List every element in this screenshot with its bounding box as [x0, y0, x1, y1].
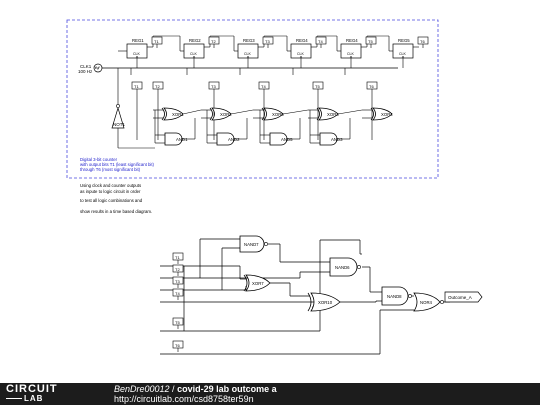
probe-label: T6	[369, 84, 374, 89]
input-probe-label: T4	[175, 291, 180, 296]
register-clk-label: CLK	[133, 52, 140, 56]
register-output-label: T2	[211, 39, 216, 44]
input-probe-label: T6	[175, 343, 180, 348]
and-gate-label: AND3	[331, 137, 343, 142]
probe-label: T5	[315, 84, 320, 89]
nand8-label: NAND8	[387, 294, 402, 299]
xor-gate-label: XOR1	[172, 112, 184, 117]
input-probe-label: T3	[175, 279, 180, 284]
xor-gate-label: XOR3	[327, 112, 339, 117]
probe-label: T1	[134, 84, 139, 89]
nor4-gate[interactable]	[413, 292, 444, 312]
register-clk-label: CLK	[190, 52, 197, 56]
register-output-label: T4	[318, 39, 323, 44]
output-tag[interactable]	[444, 291, 483, 303]
register-output-label: T3	[265, 39, 270, 44]
input-probe-label: T5	[175, 320, 180, 325]
nand7-label: NAND7	[244, 242, 259, 247]
and-gate-label: AND1	[176, 137, 188, 142]
counter-note-line-3: through T6 (most significant bit)	[80, 167, 141, 172]
circuitlab-logo[interactable]: CIRCUIT LAB	[6, 383, 58, 403]
register-label: REG1	[132, 38, 144, 43]
usage-note-line-1: Using clock and counter outputs	[80, 183, 141, 188]
clock-frequency: 100 Hz	[78, 69, 93, 74]
usage-note-line-3: to test all logic combinations and	[80, 198, 143, 203]
credit-line: BenDre00012 / covid-29 lab outcome a	[114, 384, 277, 394]
nand8-gate[interactable]	[381, 286, 412, 306]
register-output-label: T6	[420, 39, 425, 44]
xor10-label: XOR10	[318, 300, 333, 305]
register-label: REG4	[346, 38, 358, 43]
register-clk-label: CLK	[399, 52, 406, 56]
counter-note-line-2: with output bits T1 (least significant b…	[80, 162, 155, 167]
usage-note-line-2: as inpute to logic circuit in order	[80, 189, 141, 194]
xor10-gate[interactable]	[307, 292, 341, 312]
probe-label: T3	[211, 84, 216, 89]
clock-label: CLK1	[80, 64, 92, 69]
register-label: REG5	[398, 38, 410, 43]
footer-bar: CIRCUIT LAB BenDre00012 / covid-29 lab o…	[0, 383, 540, 405]
register-label: REG4	[296, 38, 308, 43]
register-clk-label: CLK	[347, 52, 354, 56]
author-link[interactable]: BenDre00012	[114, 384, 170, 394]
not-gate-label: NOT1	[113, 122, 125, 127]
register-label: REG2	[189, 38, 201, 43]
xor-gate-label: XOR4	[381, 112, 393, 117]
circuit-url[interactable]: http://circuitlab.com/csd8758ter59n	[114, 394, 254, 404]
xor7-label: XOR7	[252, 281, 264, 286]
xor-gate-label: XOR6	[272, 112, 284, 117]
nor4-label: NOR4	[420, 300, 433, 305]
register-output-label: T5	[368, 39, 373, 44]
output-label: Outcome_A	[448, 295, 472, 300]
nand6-gate[interactable]	[329, 257, 361, 277]
clock-source[interactable]	[93, 63, 103, 73]
and-gate-label: AND2	[228, 137, 240, 142]
probe-label: T4	[261, 84, 266, 89]
counter-enclosure	[66, 19, 439, 179]
input-probe-label: T2	[175, 267, 180, 272]
register-label: REG3	[243, 38, 255, 43]
xor-gate-label: XOR2	[220, 112, 232, 117]
nand7-gate[interactable]	[239, 235, 268, 253]
nand6-label: NAND6	[335, 265, 350, 270]
and-gate-label: AND5	[281, 137, 293, 142]
counter-note-line-1: Digital 3-bit counter	[80, 157, 118, 162]
register-clk-label: CLK	[297, 52, 304, 56]
circuit-title[interactable]: covid-29 lab outcome a	[177, 384, 277, 394]
probe-label: T2	[155, 84, 160, 89]
input-probe-label: T1	[175, 255, 180, 260]
xor7-gate[interactable]	[243, 274, 271, 292]
register-output-label: T1	[154, 39, 159, 44]
register-clk-label: CLK	[244, 52, 251, 56]
usage-note-line-4: show results in a time based diagram.	[80, 209, 152, 214]
